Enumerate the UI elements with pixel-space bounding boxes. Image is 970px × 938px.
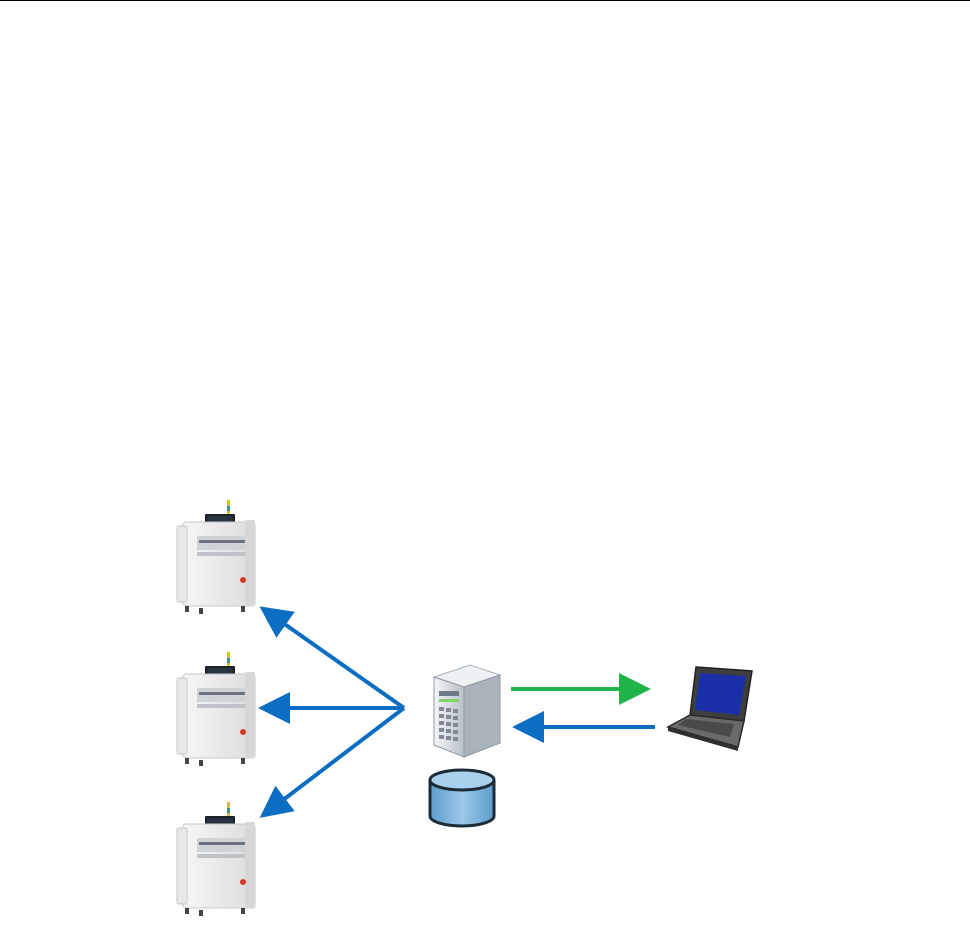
machine-icon (177, 802, 255, 916)
laptop (668, 667, 752, 751)
server (434, 665, 500, 757)
database (430, 770, 494, 826)
machine-2 (177, 652, 255, 766)
machine-1 (177, 500, 255, 614)
arrow-server-to-machine-3 (266, 708, 404, 813)
server-icon (434, 665, 500, 757)
machine-icon (177, 500, 255, 614)
machine-icon (177, 652, 255, 766)
database-icon (430, 770, 494, 826)
laptop-icon (668, 667, 752, 751)
arrow-server-to-machine-1 (266, 611, 404, 708)
machine-3 (177, 802, 255, 916)
